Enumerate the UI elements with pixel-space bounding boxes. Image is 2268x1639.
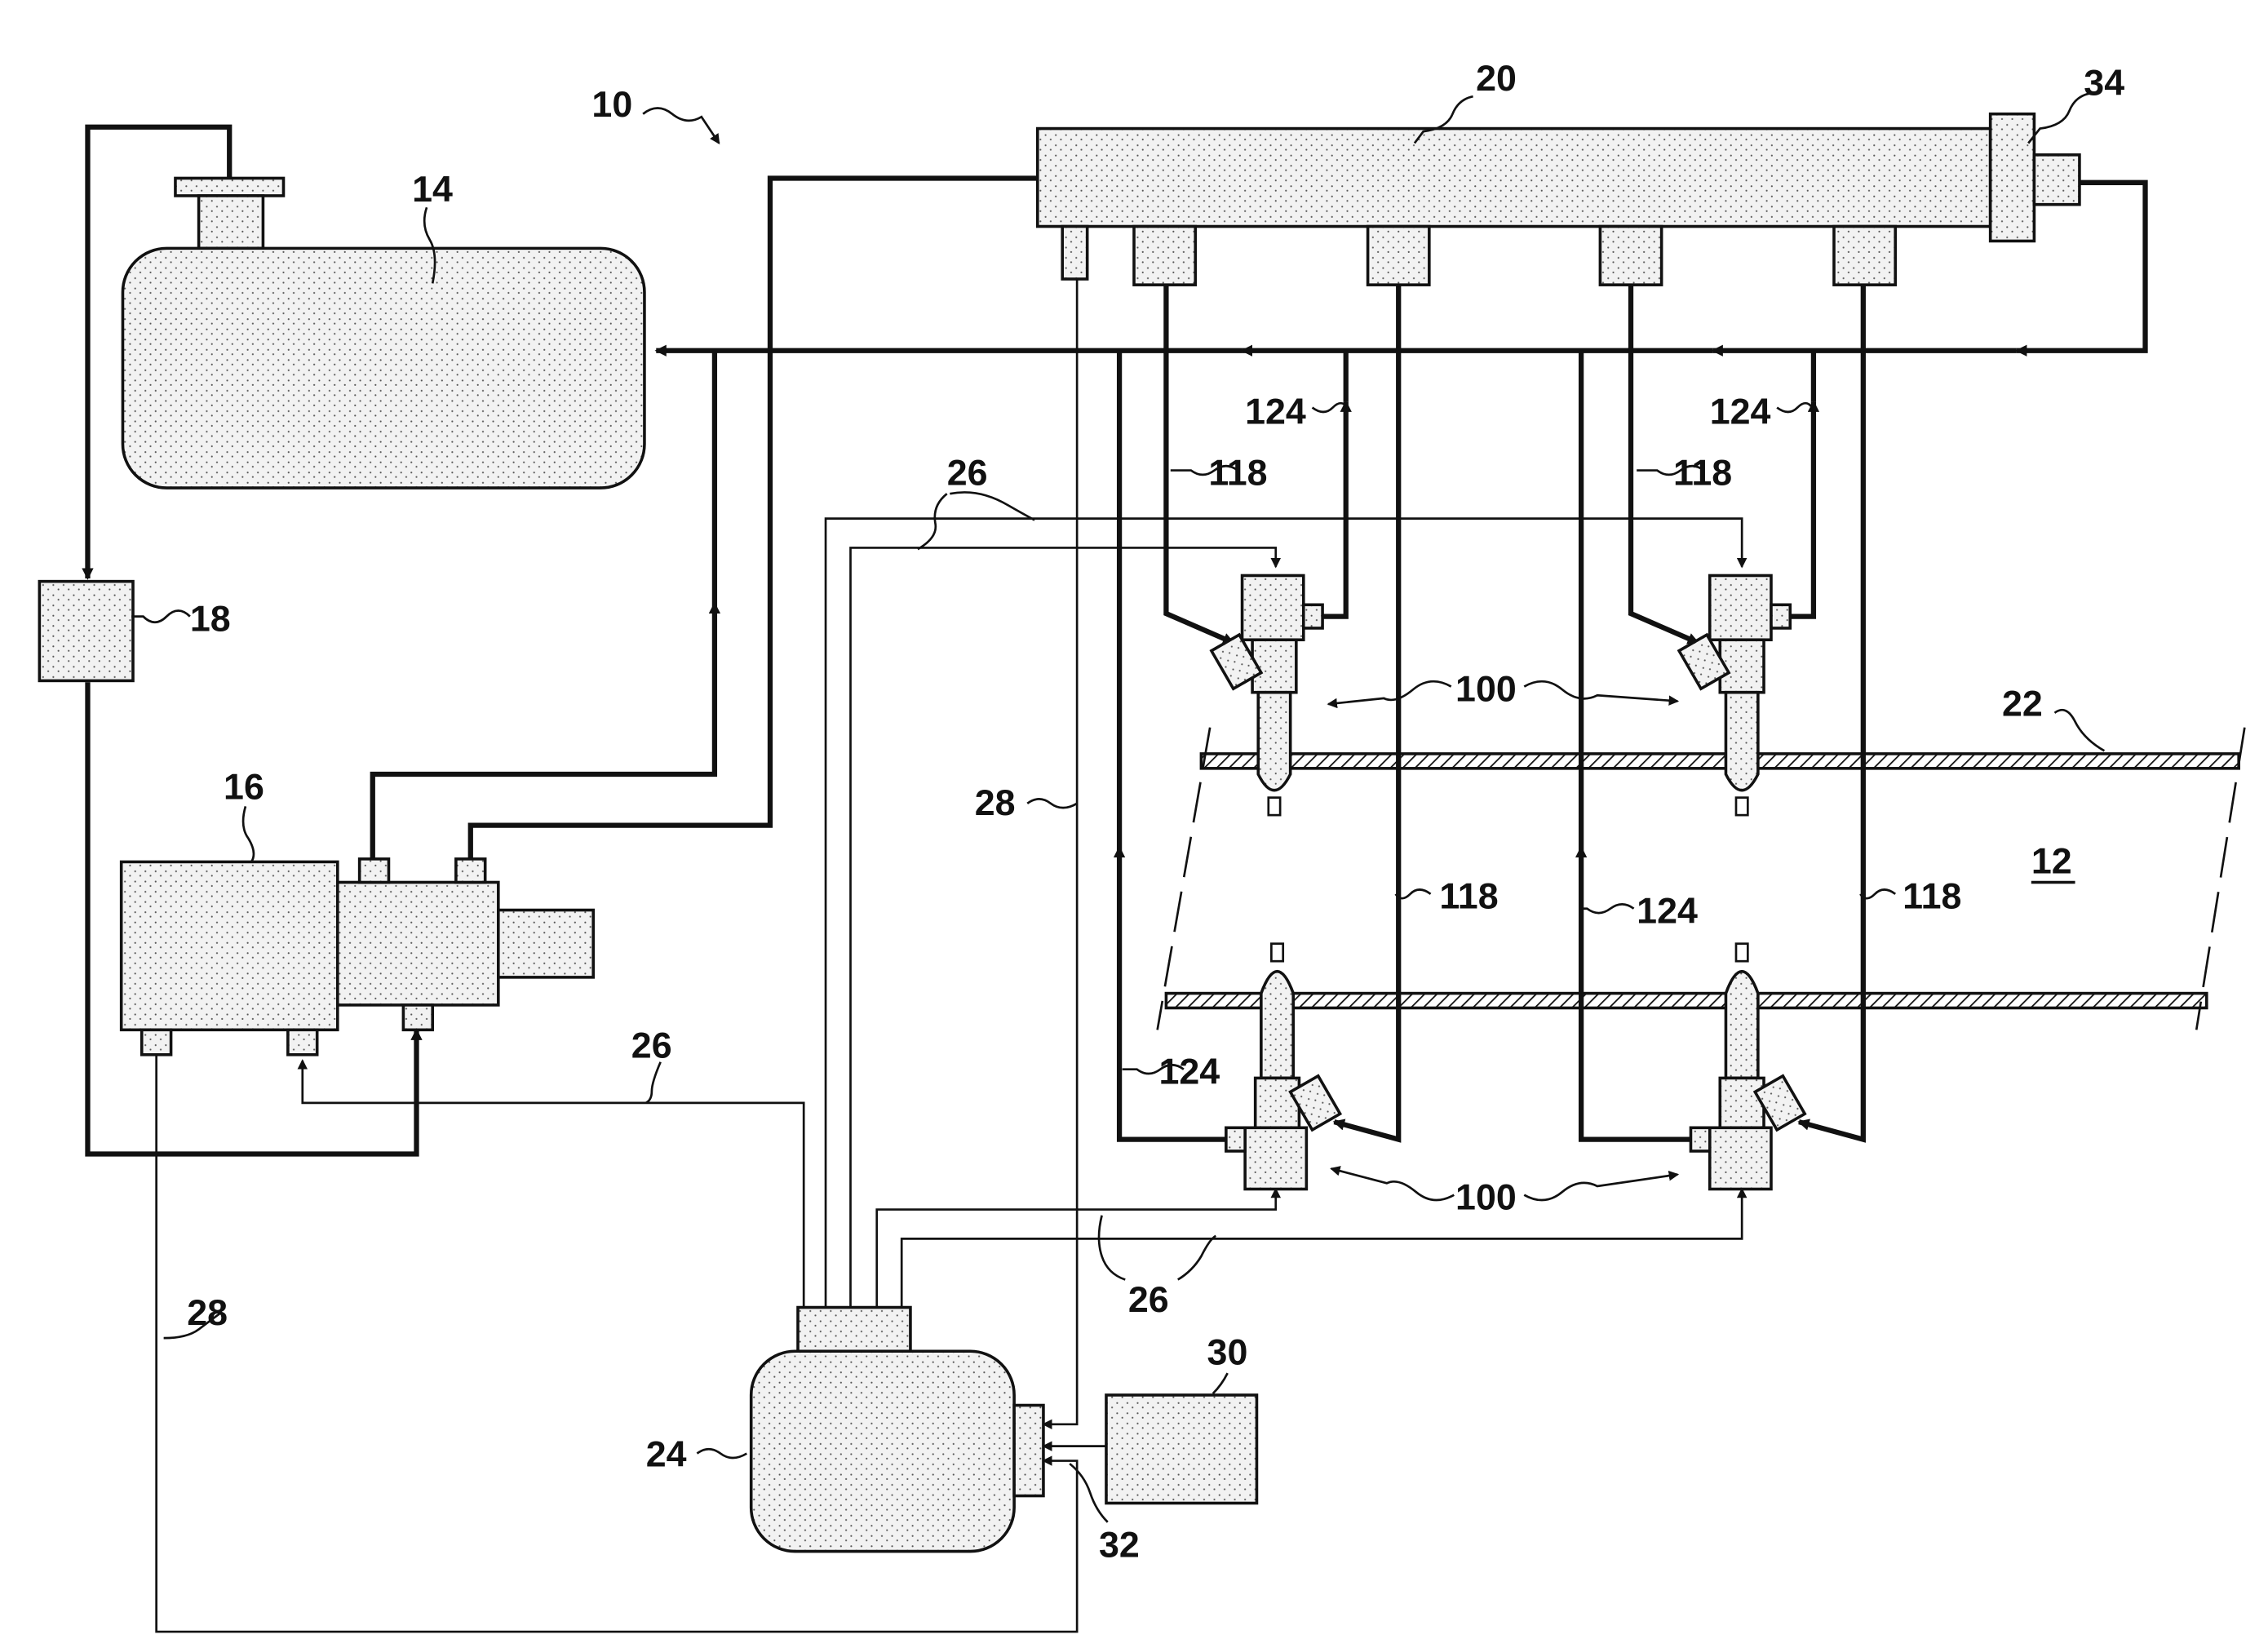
injector-upper-left: [1212, 575, 1322, 815]
label-sensor-unit: 30: [1207, 1331, 1248, 1372]
label-signal-pump: 26: [631, 1025, 672, 1065]
label-sensor-line-mid: 28: [975, 782, 1016, 823]
fuel-tank: [122, 178, 644, 488]
label-signal-top: 26: [947, 452, 988, 493]
label-supply-ll: 118: [1439, 876, 1498, 917]
label-signal-bottom: 26: [1128, 1279, 1169, 1320]
label-supply-ur: 118: [1673, 452, 1732, 493]
label-supply-lr: 118: [1903, 876, 1961, 917]
label-valve: 34: [2084, 62, 2124, 103]
label-return-lr: 124: [1637, 891, 1698, 932]
fuel-filter: [39, 582, 133, 681]
lower-wall: [1166, 994, 2206, 1008]
label-injector-bottom: 100: [1455, 1177, 1517, 1218]
label-return-ul: 124: [1245, 391, 1306, 432]
injector-lower-left: [1226, 944, 1340, 1189]
label-engine: 12: [2031, 841, 2072, 882]
label-sensor-line-left: 28: [187, 1292, 228, 1333]
engine-wall: [1158, 728, 2245, 1030]
pressure-valve: [1991, 114, 2080, 241]
label-injector-top: 100: [1455, 668, 1517, 709]
injector-upper-right: [1679, 575, 1790, 815]
upper-wall: [1201, 754, 2239, 769]
high-pressure-pump: [122, 859, 594, 1055]
engine-controller: [751, 1308, 1043, 1552]
label-wall: 22: [2002, 683, 2043, 724]
label-supply-ul: 118: [1208, 452, 1267, 493]
common-rail: [1038, 129, 1991, 286]
label-filter: 18: [190, 599, 231, 640]
label-controller: 24: [646, 1434, 687, 1475]
label-pump: 16: [224, 766, 264, 807]
label-return-ur: 124: [1710, 391, 1771, 432]
label-input: 32: [1099, 1525, 1140, 1566]
injector-lower-right: [1690, 944, 1805, 1189]
sensor-unit: [1106, 1395, 1256, 1504]
label-return-ll: 124: [1158, 1052, 1220, 1092]
label-system: 10: [591, 84, 632, 125]
label-tank: 14: [412, 169, 453, 210]
label-rail: 20: [1476, 58, 1517, 99]
